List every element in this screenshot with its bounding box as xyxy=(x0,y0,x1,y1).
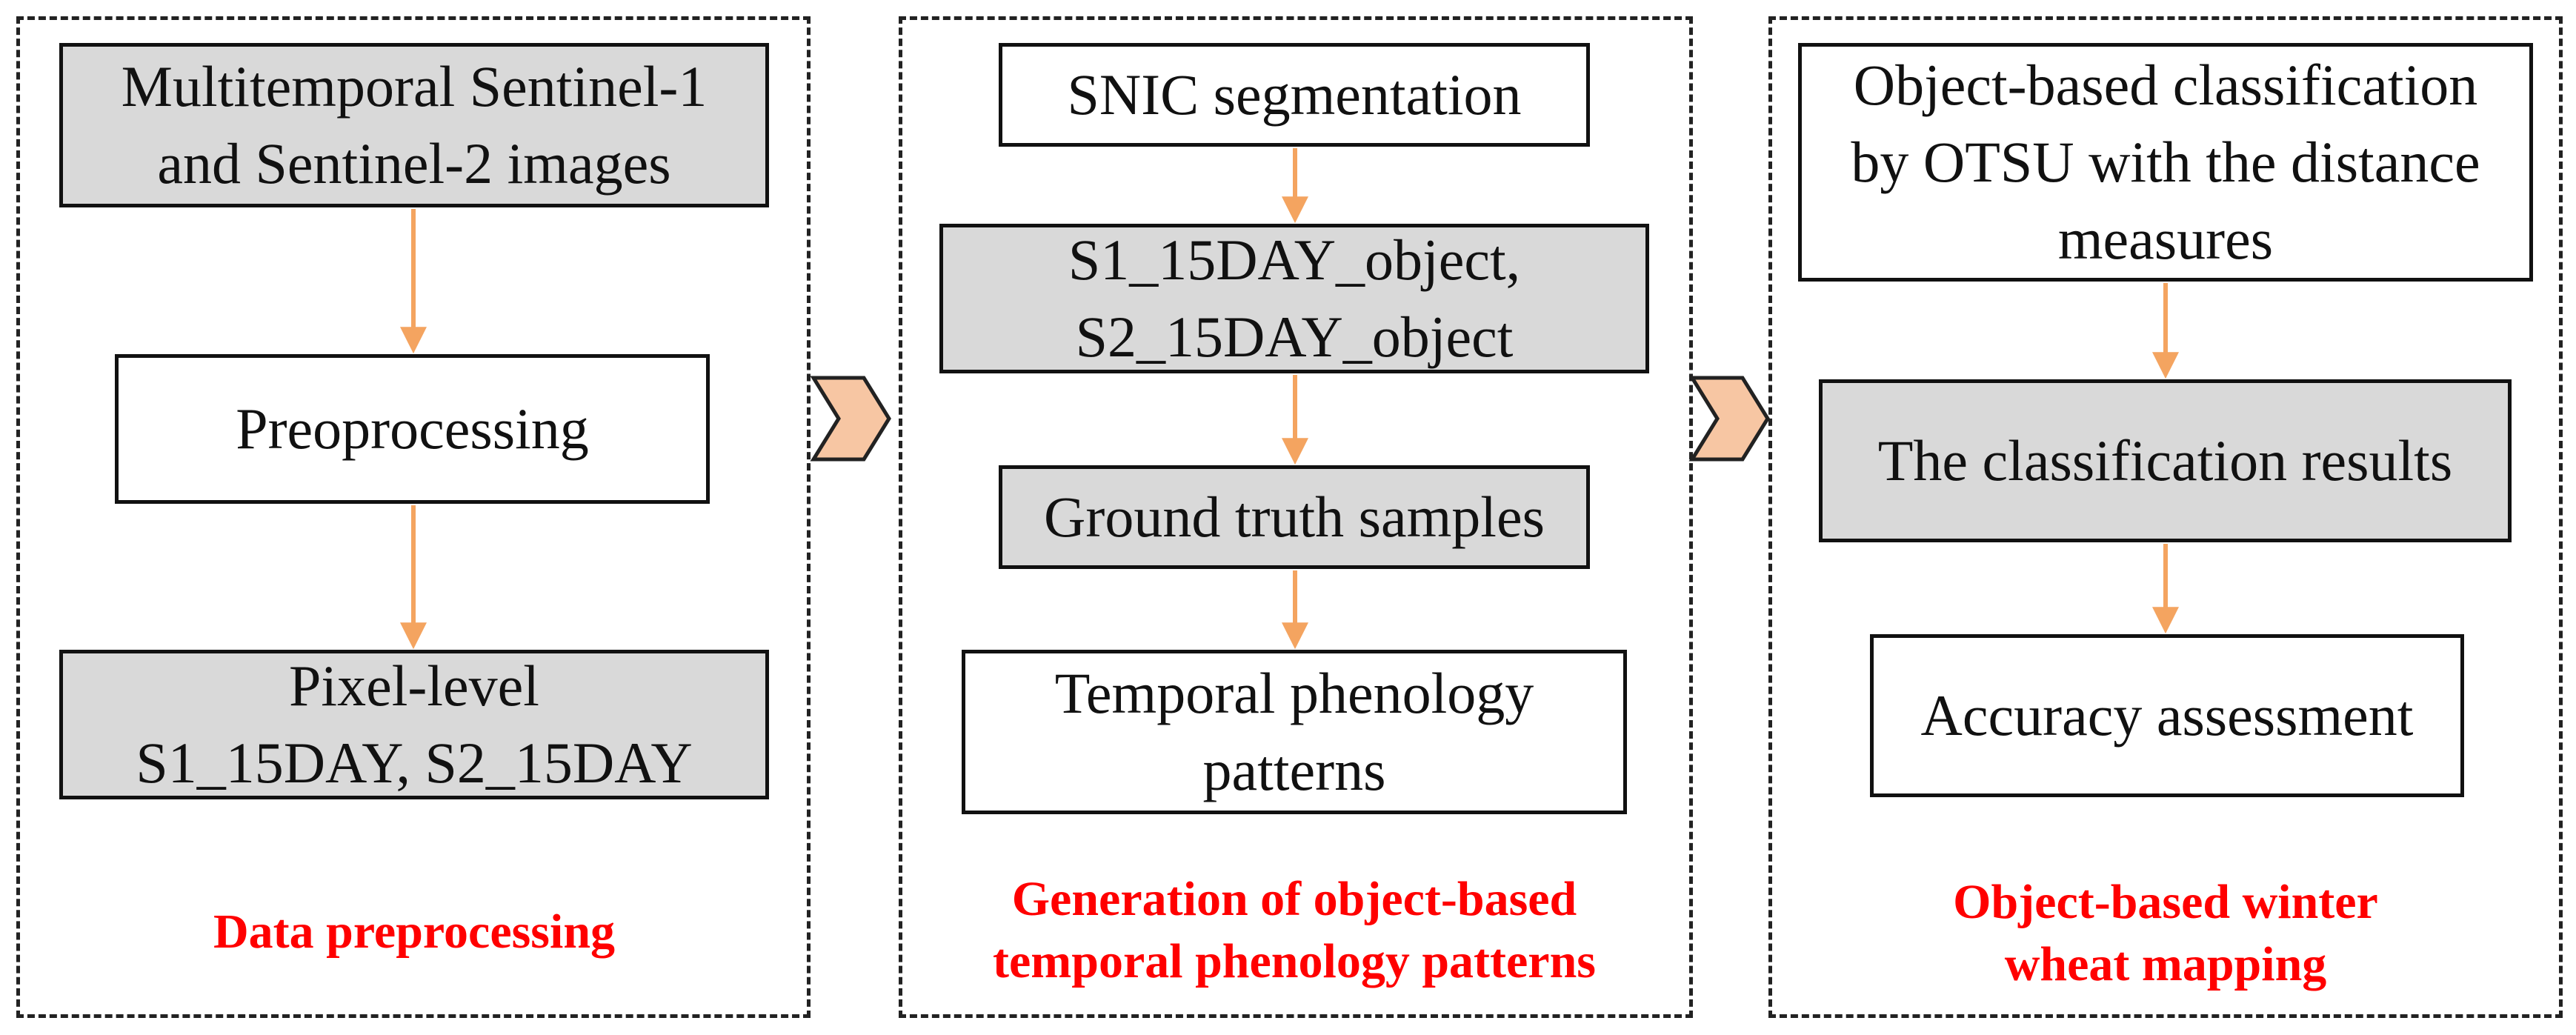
box-temporal-phenology: Temporal phenology patterns xyxy=(962,650,1627,814)
panel-winter-wheat-mapping xyxy=(1768,16,2563,1018)
box-accuracy-assessment: Accuracy assessment xyxy=(1870,634,2464,797)
box-pixel-level: Pixel-level S1_15DAY, S2_15DAY xyxy=(59,650,769,799)
caption-winter-wheat-mapping: Object-based winter wheat mapping xyxy=(1953,875,2378,991)
box-object-based-classification: Object-based classification by OTSU with… xyxy=(1798,43,2533,282)
box-snic-segmentation: SNIC segmentation xyxy=(999,43,1590,147)
panel-object-based-patterns xyxy=(899,16,1693,1018)
chevron-arrow-2 xyxy=(1688,376,1770,462)
panel-data-preprocessing xyxy=(16,16,811,1018)
caption-data-preprocessing: Data preprocessing xyxy=(213,905,616,959)
box-15day-object: S1_15DAY_object, S2_15DAY_object xyxy=(939,224,1649,373)
caption-object-based-patterns: Generation of object-based temporal phen… xyxy=(993,872,1596,988)
box-classification-results: The classification results xyxy=(1819,379,2512,542)
box-multitemporal-images: Multitemporal Sentinel-1 and Sentinel-2 … xyxy=(59,43,769,207)
chevron-arrow-1 xyxy=(810,376,891,462)
box-preprocessing: Preoprocessing xyxy=(115,354,710,504)
box-ground-truth-samples: Ground truth samples xyxy=(999,465,1590,569)
